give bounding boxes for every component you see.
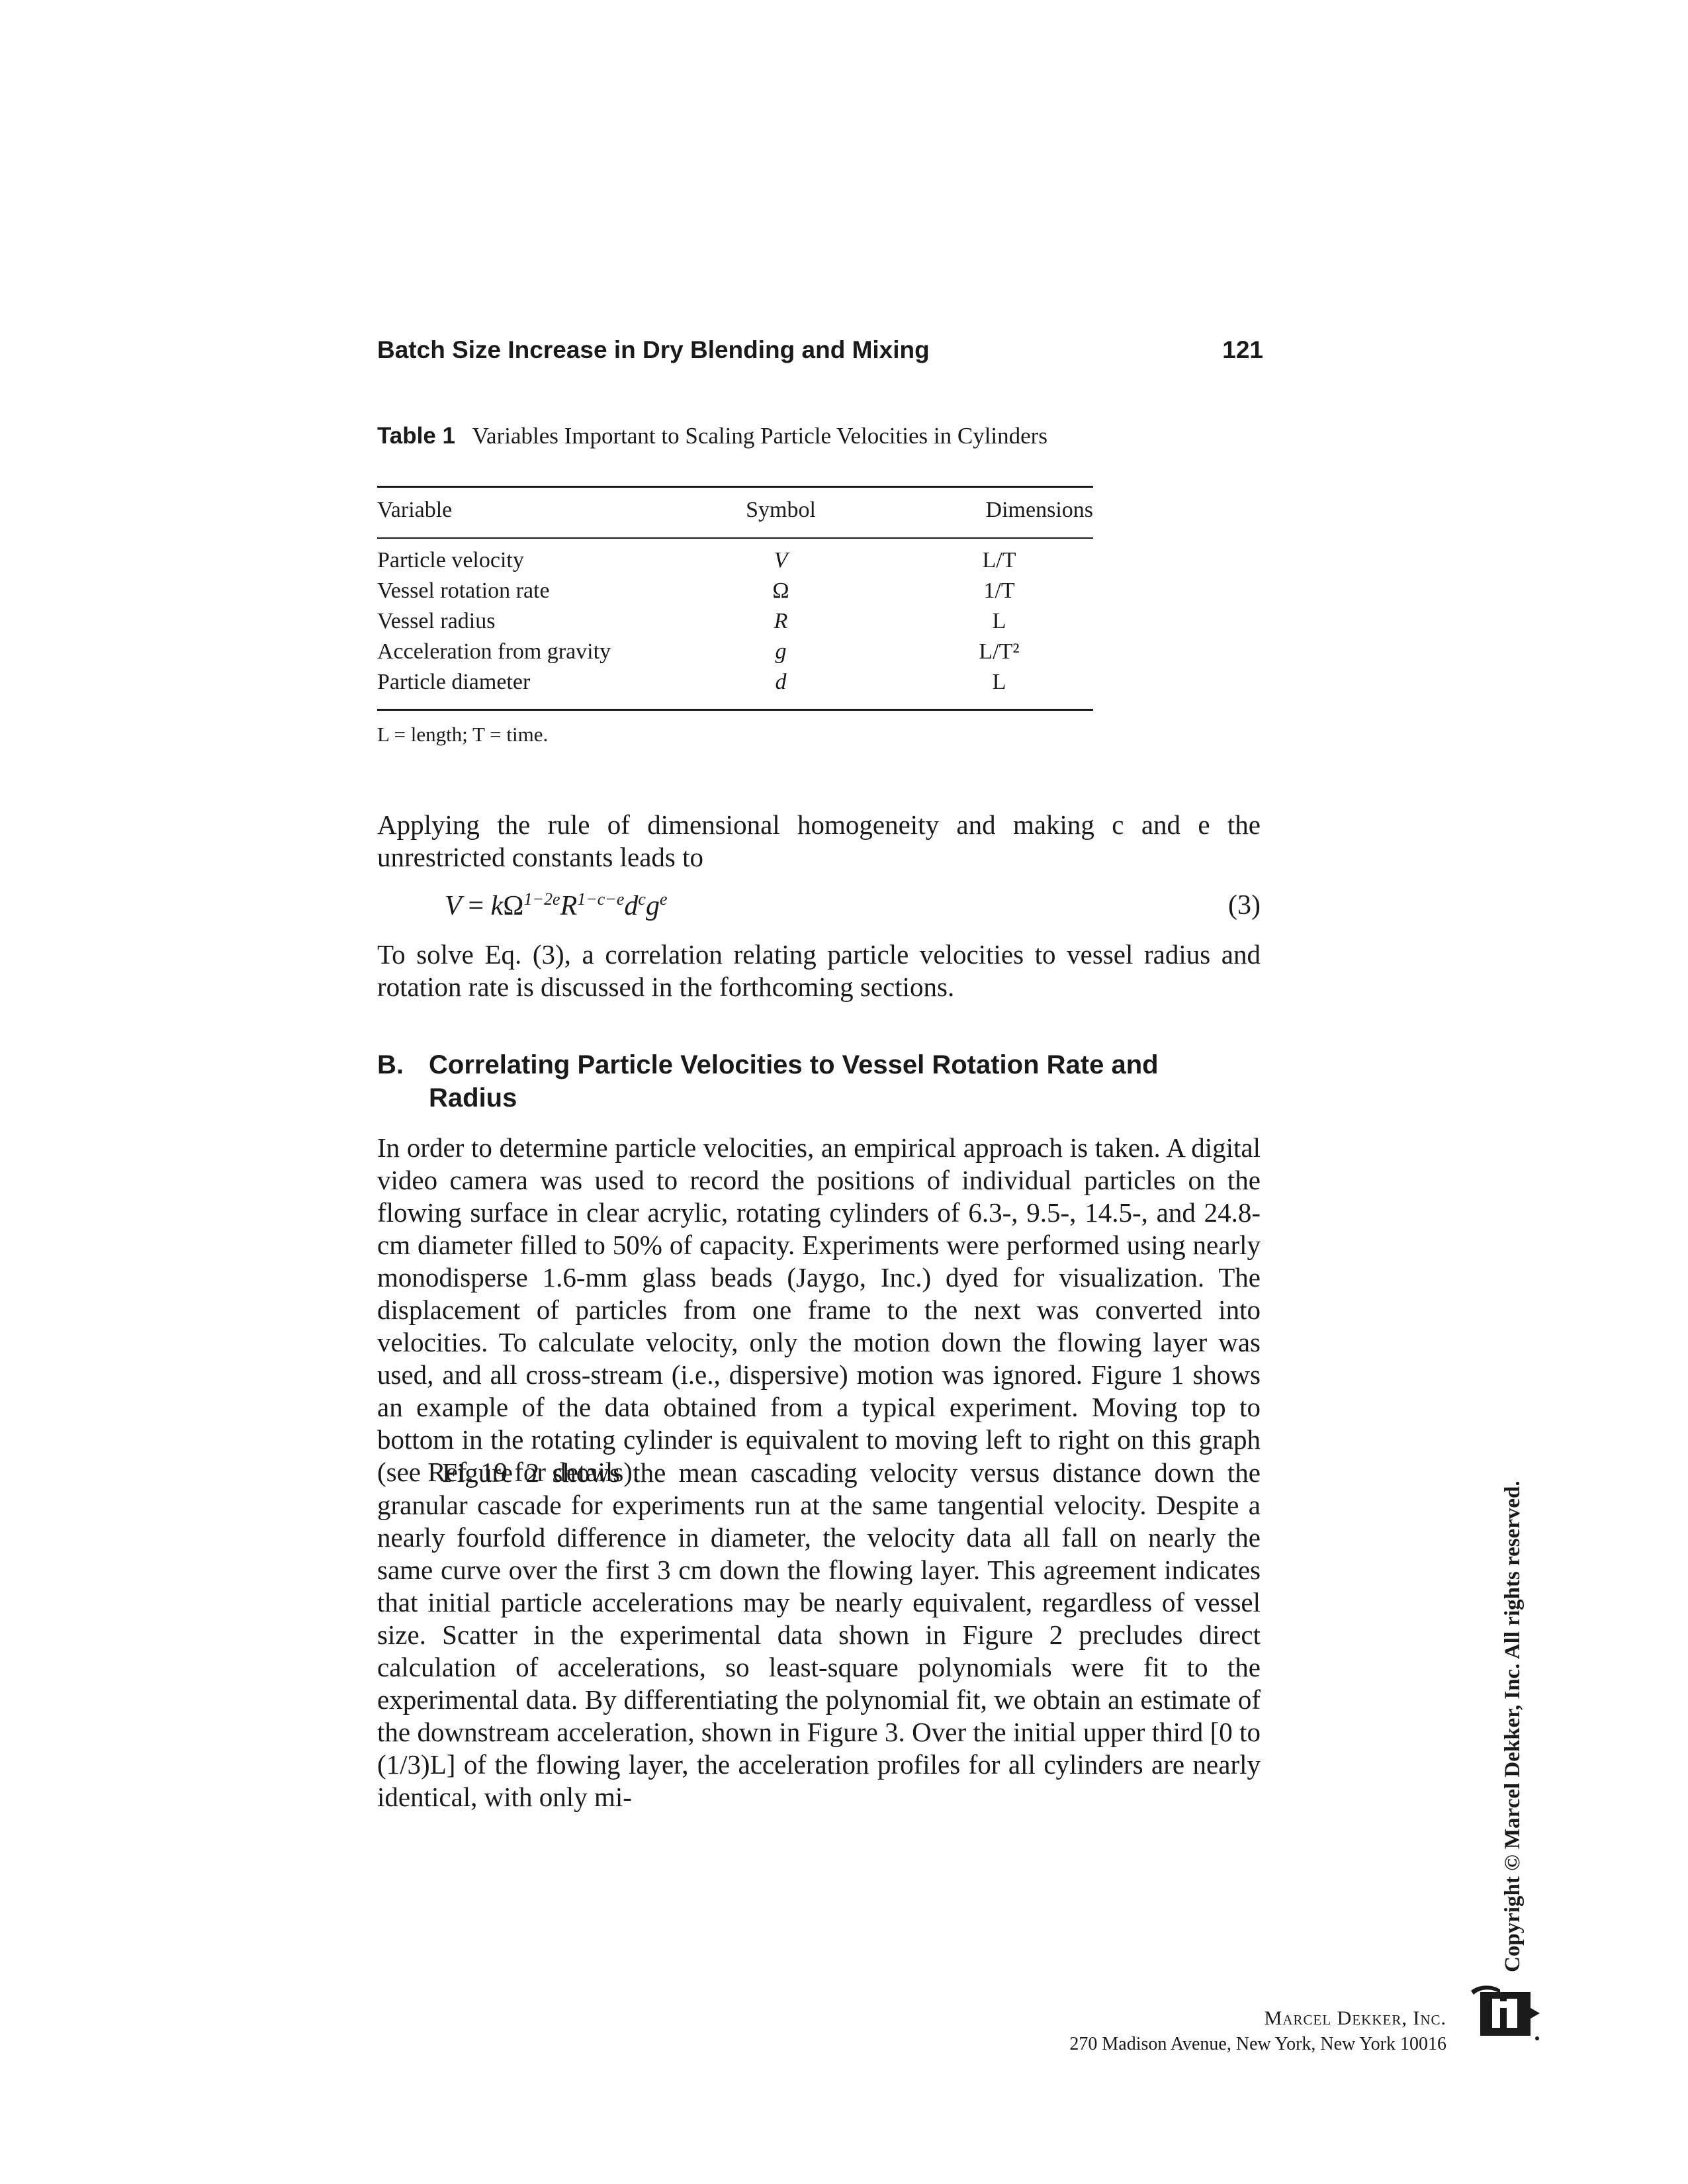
table-cell: Vessel radius [377,609,496,633]
column-header: Symbol [746,498,816,522]
table-cell: Particle velocity [377,548,524,572]
table-cell: d [775,670,787,694]
equation-number: (3) [1228,890,1261,921]
table-cell: Ω [772,578,789,603]
table-caption: Table 1 Variables Important to Scaling P… [377,421,1105,451]
section-letter: B. [377,1050,404,1079]
table-cell: R [774,609,788,633]
equation: V = kΩ1−2eR1−c−edcge [445,889,668,921]
table-footnote: L = length; T = time. [377,723,549,746]
table-row: Particle diameter d L [377,670,1093,700]
table-row: Acceleration from gravity g L/T² [377,639,1093,670]
table-cell: L/T [982,548,1016,572]
table-cell: Vessel rotation rate [377,578,550,603]
table-cell: L [992,670,1006,694]
table-body: Particle velocity V L/T Vessel rotation … [377,548,1093,700]
table-cell: Acceleration from gravity [377,639,611,664]
table-cell: Particle diameter [377,670,531,694]
column-header: Variable [377,498,453,522]
running-title: Batch Size Increase in Dry Blending and … [377,336,930,363]
paragraph: Figure 2 shows the mean cascading veloci… [377,1457,1261,1812]
table-header: Variable Symbol Dimensions [377,498,1093,528]
paragraph: To solve Eq. (3), a correlation relating… [377,939,1261,1002]
table-cell: g [775,639,787,664]
table-header-rule [377,537,1093,539]
table-top-rule [377,486,1093,488]
table-label: Table 1 [377,423,456,449]
table-caption-text: Variables Important to Scaling Particle … [472,423,1047,449]
table-cell: L/T² [979,639,1020,664]
paragraph: Applying the rule of dimensional homogen… [377,809,1261,872]
publisher-name: Marcel Dekker, Inc. [1264,2007,1446,2029]
table-row: Vessel rotation rate Ω 1/T [377,578,1093,609]
copyright-notice: Copyright © Marcel Dekker, Inc. All righ… [1501,1480,1525,1972]
table-cell: V [774,548,788,572]
table-bottom-rule [377,709,1093,711]
table-header-row: Variable Symbol Dimensions [377,498,1093,528]
table-row: Particle velocity V L/T [377,548,1093,578]
section-title: Correlating Particle Velocities to Vesse… [429,1050,1159,1113]
publisher-address: 270 Madison Avenue, New York, New York 1… [1069,2034,1446,2054]
table-row: Vessel radius R L [377,609,1093,639]
paragraph: In order to determine particle velocitie… [377,1132,1261,1487]
page-number: 121 [1222,336,1263,363]
publisher-block: Marcel Dekker, Inc. 270 Madison Avenue, … [1069,2007,1446,2055]
publisher-logo-icon [1471,1985,1540,2040]
table-cell: 1/T [983,578,1015,603]
table-cell: L [992,609,1006,633]
column-header: Dimensions [985,498,1093,522]
